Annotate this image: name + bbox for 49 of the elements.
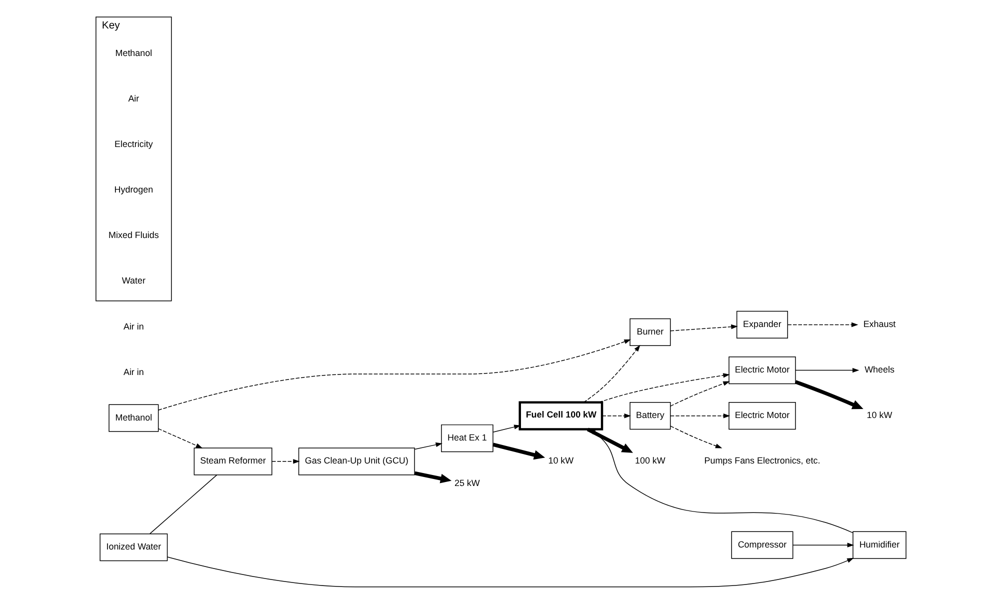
node-text: Wheels xyxy=(864,364,894,375)
arrow xyxy=(786,322,858,328)
arrow xyxy=(794,380,863,410)
node-box: Gas Clean-Up Unit (GCU) xyxy=(298,448,414,476)
arrow xyxy=(492,442,545,460)
arrow xyxy=(492,424,520,432)
arrow xyxy=(670,324,738,332)
node-box: Fuel Cell 100 kW xyxy=(518,401,603,430)
legend-label: Mixed Fluids xyxy=(108,230,158,240)
legend-label: Hydrogen xyxy=(114,184,153,195)
node-text: 25 kW xyxy=(454,478,480,488)
arrow xyxy=(414,442,442,450)
node-box: Steam Reformer xyxy=(193,448,272,476)
node-box: Ionized Water xyxy=(99,534,168,562)
node-text: Pumps Fans Electronics, etc. xyxy=(704,456,820,466)
node-box: Compressor xyxy=(730,531,793,559)
arrow xyxy=(794,368,859,373)
arrow xyxy=(792,542,854,548)
arrow xyxy=(414,471,452,484)
label: Air in xyxy=(122,321,144,332)
arrow xyxy=(601,414,630,418)
legend-label: Water xyxy=(121,276,145,286)
node-box: Humidifier xyxy=(852,531,906,559)
arrow xyxy=(670,426,722,448)
connector xyxy=(149,474,217,534)
arrow xyxy=(586,428,633,453)
node-text: 100 kW xyxy=(634,456,665,466)
node-box: Expander xyxy=(736,310,788,339)
arrow xyxy=(158,428,202,448)
arrow xyxy=(598,373,730,403)
arrow xyxy=(158,339,630,410)
node-box: Burner xyxy=(629,318,670,346)
node-box: Battery xyxy=(629,402,670,430)
arrow xyxy=(670,381,730,407)
legend-label: Electricity xyxy=(114,139,152,150)
node-box: Heat Ex 1 xyxy=(440,424,493,452)
legend-label: Methanol xyxy=(114,48,152,58)
arrow xyxy=(166,556,854,588)
arrow xyxy=(670,414,730,418)
arrow xyxy=(582,344,640,403)
label: Air in xyxy=(122,366,144,377)
node-text: 10 kW xyxy=(866,410,892,420)
arrow xyxy=(271,459,300,464)
node-text: 10 kW xyxy=(548,456,574,466)
node-box: Electric Motor xyxy=(728,356,796,384)
node-box: Methanol xyxy=(108,404,158,432)
node-text: Exhaust xyxy=(862,319,896,330)
node-box: Electric Motor xyxy=(728,402,796,430)
legend-label: Air xyxy=(128,93,139,104)
